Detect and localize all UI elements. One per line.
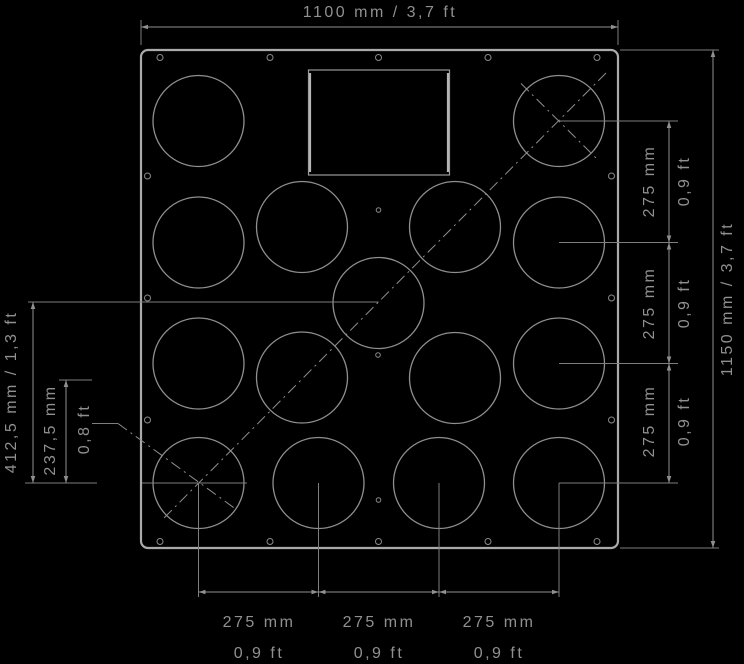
mounting-hole xyxy=(156,54,164,61)
dim-label-top-width: 1100 mm / 3,7 ft xyxy=(303,4,457,21)
dimension-arrowhead xyxy=(666,476,672,483)
speaker-hole xyxy=(408,180,502,274)
pilot-hole xyxy=(375,497,382,503)
speaker-hole xyxy=(152,317,245,410)
speaker-hole xyxy=(152,196,245,289)
speaker-hole xyxy=(408,331,502,425)
speaker-hole xyxy=(255,331,349,424)
dimension-arrowhead xyxy=(318,589,326,595)
dim-label-left-partial-ft: 0,8 ft xyxy=(76,404,93,455)
mounting-hole xyxy=(266,538,274,545)
mounting-hole xyxy=(156,538,164,545)
dimension-arrowhead xyxy=(666,242,672,250)
mounting-hole xyxy=(608,416,615,424)
speaker-hole xyxy=(255,180,349,274)
dimension-arrowhead xyxy=(710,50,716,57)
mounting-hole xyxy=(375,54,382,61)
dimension-labels: 1100 mm / 3,7 ft 1150 mm / 3,7 ft 275 mm… xyxy=(3,4,736,662)
dimension-arrowhead xyxy=(63,476,69,483)
dim-label-right-seg2-mm: 275 mm xyxy=(641,267,658,340)
dim-label-right-seg3-mm: 275 mm xyxy=(641,385,658,458)
extension-lines xyxy=(25,20,719,597)
dimension-arrowhead xyxy=(311,589,319,595)
dimension-arrowhead xyxy=(666,356,672,364)
dim-label-bottom-seg3-ft: 0,9 ft xyxy=(474,645,525,662)
mounting-hole xyxy=(375,538,382,545)
dimension-arrowhead xyxy=(611,24,618,30)
mounting-hole xyxy=(144,416,151,424)
speaker-hole-center xyxy=(332,256,425,350)
mounting-holes xyxy=(144,54,615,545)
mounting-hole xyxy=(608,172,615,180)
mounting-hole xyxy=(593,54,601,61)
mounting-hole xyxy=(144,172,151,180)
mounting-hole xyxy=(593,538,601,545)
dim-label-bottom-seg1-mm: 275 mm xyxy=(223,614,296,631)
dimension-arrowhead xyxy=(198,589,206,595)
dimension-arrowhead xyxy=(666,121,672,128)
dimension-arrowhead xyxy=(552,589,559,595)
mounting-hole xyxy=(144,294,151,302)
rectangular-cutout-outline xyxy=(307,69,451,176)
dimension-arrowhead xyxy=(439,589,446,595)
dim-label-right-seg1-mm: 275 mm xyxy=(641,145,658,218)
panel-outline xyxy=(139,48,620,550)
dimension-arrowhead xyxy=(63,380,69,387)
dimension-arrowhead xyxy=(30,476,36,483)
mounting-hole xyxy=(266,54,274,61)
bottom-left-leader-centerline xyxy=(117,423,238,511)
dimension-arrowhead xyxy=(30,302,36,309)
dim-label-bottom-seg1-ft: 0,9 ft xyxy=(234,645,285,662)
mounting-hole xyxy=(484,54,492,61)
dim-label-left-total: 412,5 mm / 1,3 ft xyxy=(3,311,20,474)
speaker-hole xyxy=(152,74,245,168)
dimension-arrowhead xyxy=(141,24,148,30)
pilot-hole xyxy=(375,352,381,358)
dim-label-bottom-seg2-mm: 275 mm xyxy=(343,614,416,631)
centerlines xyxy=(92,72,607,520)
dim-label-bottom-seg3-mm: 275 mm xyxy=(463,614,536,631)
rectangular-cutout xyxy=(307,69,451,176)
mounting-hole xyxy=(484,538,492,545)
pilot-hole xyxy=(375,207,382,213)
mounting-hole xyxy=(608,294,615,302)
dim-label-left-partial-mm: 237,5 mm xyxy=(42,384,59,475)
dimension-lines xyxy=(32,26,714,593)
dim-label-right-seg3-ft: 0,9 ft xyxy=(676,396,693,447)
dim-label-right-seg1-ft: 0,9 ft xyxy=(676,156,693,207)
main-diagonal-centerline xyxy=(162,72,607,520)
dimension-arrowheads xyxy=(30,24,716,595)
dimension-arrowhead xyxy=(710,541,716,548)
dimension-arrowhead xyxy=(432,589,439,595)
dim-label-right-seg2-ft: 0,9 ft xyxy=(676,278,693,329)
dimension-arrowhead xyxy=(666,235,672,243)
dimension-arrowhead xyxy=(666,363,672,371)
dim-label-right-total-height: 1150 mm / 3,7 ft xyxy=(719,222,736,376)
dim-label-bottom-seg2-ft: 0,9 ft xyxy=(354,645,405,662)
